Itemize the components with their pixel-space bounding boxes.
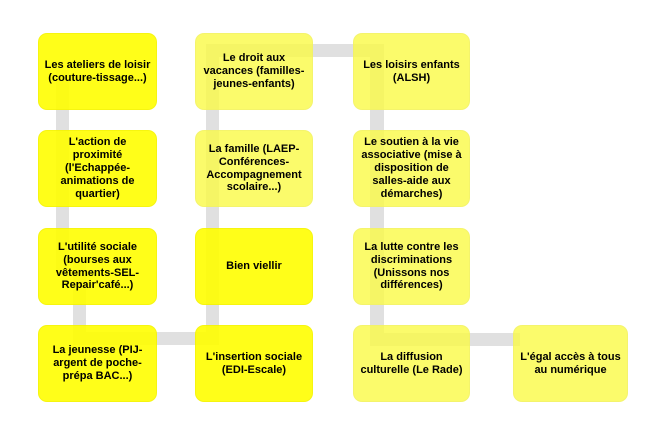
node-label: La lutte contre les discriminations (Uni… [364, 240, 459, 292]
node-famille: La famille (LAEP-Conférences-Accompagnem… [195, 130, 313, 207]
node-label: Bien viellir [226, 260, 282, 273]
node-soutien-vie-associative: Le soutien à la vie associative (mise à … [353, 130, 470, 207]
node-diffusion-culturelle: La diffusion culturelle (Le Rade) [353, 325, 470, 402]
node-label: L'égal accès à tous au numérique [520, 350, 621, 376]
node-action-proximite: L'action de proximité (l'Echappée-animat… [38, 130, 157, 207]
node-bien-viellir: Bien viellir [195, 228, 313, 305]
node-label: Le droit aux vacances (familles-jeunes-e… [203, 52, 305, 90]
node-label: La famille (LAEP-Conférences-Accompagnem… [206, 142, 302, 194]
node-label: Le soutien à la vie associative (mise à … [361, 136, 462, 200]
node-loisirs-enfants: Les loisirs enfants (ALSH) [353, 33, 470, 110]
node-label: L'utilité sociale (bourses aux vêtements… [55, 240, 140, 292]
node-label: Les loisirs enfants (ALSH) [363, 58, 460, 84]
node-label: L'insertion sociale (EDI-Escale) [205, 350, 303, 376]
node-label: L'action de proximité (l'Echappée-animat… [60, 136, 135, 200]
node-label: La jeunesse (PIJ-argent de poche-prépa B… [52, 344, 143, 382]
node-jeunesse: La jeunesse (PIJ-argent de poche-prépa B… [38, 325, 157, 402]
node-droit-vacances: Le droit aux vacances (familles-jeunes-e… [195, 33, 313, 110]
node-insertion-sociale: L'insertion sociale (EDI-Escale) [195, 325, 313, 402]
node-label: Les ateliers de loisir (couture-tissage.… [44, 58, 151, 84]
node-ateliers-loisir: Les ateliers de loisir (couture-tissage.… [38, 33, 157, 110]
node-egal-acces-numerique: L'égal accès à tous au numérique [513, 325, 628, 402]
node-label: La diffusion culturelle (Le Rade) [360, 350, 463, 376]
node-lutte-discriminations: La lutte contre les discriminations (Uni… [353, 228, 470, 305]
node-utilite-sociale: L'utilité sociale (bourses aux vêtements… [38, 228, 157, 305]
